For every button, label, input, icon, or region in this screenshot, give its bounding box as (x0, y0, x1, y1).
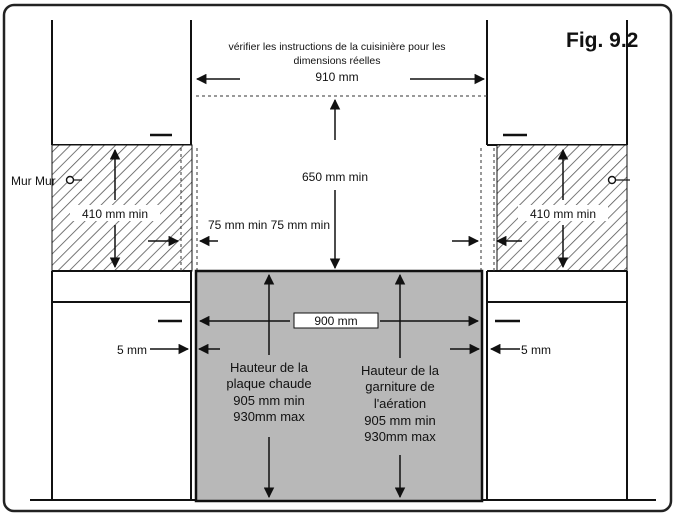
note-line-2: dimensions réelles (294, 55, 381, 67)
hotplate-line-4: 930mm max (233, 409, 305, 424)
dim-410-right-label: 410 mm min (530, 207, 596, 221)
vent-height-label: Hauteur de la garniture de l'aération 90… (361, 363, 440, 444)
vent-line-1: Hauteur de la (361, 363, 440, 378)
dim-900-label: 900 mm (314, 314, 357, 328)
right-base-cabinet (486, 270, 628, 500)
dim-650-label: 650 mm min (302, 170, 368, 184)
note-line-1: vérifier les instructions de la cuisiniè… (228, 41, 445, 53)
dim-5-right-label: 5 mm (521, 343, 551, 357)
hotplate-line-1: Hauteur de la (230, 360, 309, 375)
vent-line-5: 930mm max (364, 429, 436, 444)
dashed-guides (180, 95, 495, 271)
left-wall-marker (65, 175, 75, 185)
left-base-cabinet (51, 270, 192, 500)
dim-75-label: 75 mm min 75 mm min (208, 218, 330, 232)
wall-label: Mur Mur (11, 174, 56, 188)
dim-910-label: 910 mm (315, 70, 358, 84)
cooker-body (194, 269, 484, 503)
dim-410-left-label: 410 mm min (82, 207, 148, 221)
dim-5-left-label: 5 mm (117, 343, 147, 357)
vent-line-4: 905 mm min (364, 413, 436, 428)
vent-line-2: garniture de (365, 379, 434, 394)
right-wall-marker (607, 175, 617, 185)
vent-line-3: l'aération (374, 396, 426, 411)
figure-frame (2, 3, 673, 513)
hotplate-height-label: Hauteur de la plaque chaude 905 mm min 9… (226, 360, 311, 424)
hotplate-line-3: 905 mm min (233, 393, 305, 408)
hotplate-line-2: plaque chaude (226, 376, 311, 391)
figure-label: Fig. 9.2 (566, 29, 638, 52)
